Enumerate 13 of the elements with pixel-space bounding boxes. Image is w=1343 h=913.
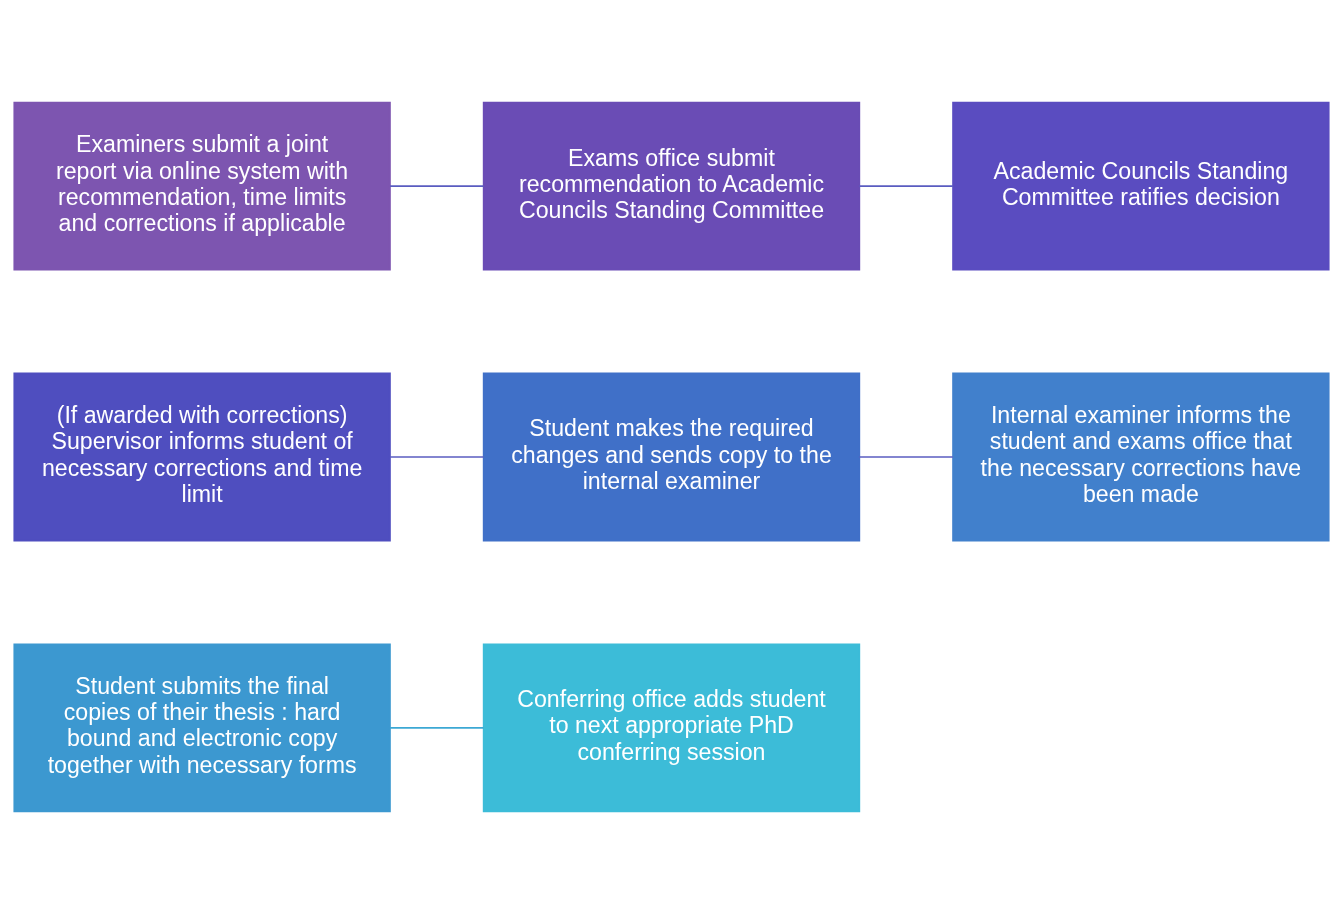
node-box: Conferring office adds student to next appropriate PhD conferring session [482,643,861,812]
node-box: Academic Councils Standing Committee ratifies decision [952,101,1330,270]
connector [389,455,485,458]
node-box: Student submits the final copies of their thesis : hard bound and electronic copy together with necessary forms [13,643,391,812]
connector [858,184,954,187]
node-box: Examiners submit a joint report via online system with recommendation, time limits and corrections if applicable [13,101,391,270]
node-box: Internal examiner informs the student and exams office that the necessary corrections have been made [952,372,1330,541]
connector [389,184,485,187]
node-box: Exams office submit recommendation to Academic Councils Standing Committee [482,101,861,270]
node-box: Student makes the required changes and sends copy to the internal examiner [482,372,861,541]
connector [858,455,954,458]
node-box: (If awarded with corrections) Supervisor informs student of necessary corrections and time limit [13,372,391,541]
connector [389,726,485,729]
